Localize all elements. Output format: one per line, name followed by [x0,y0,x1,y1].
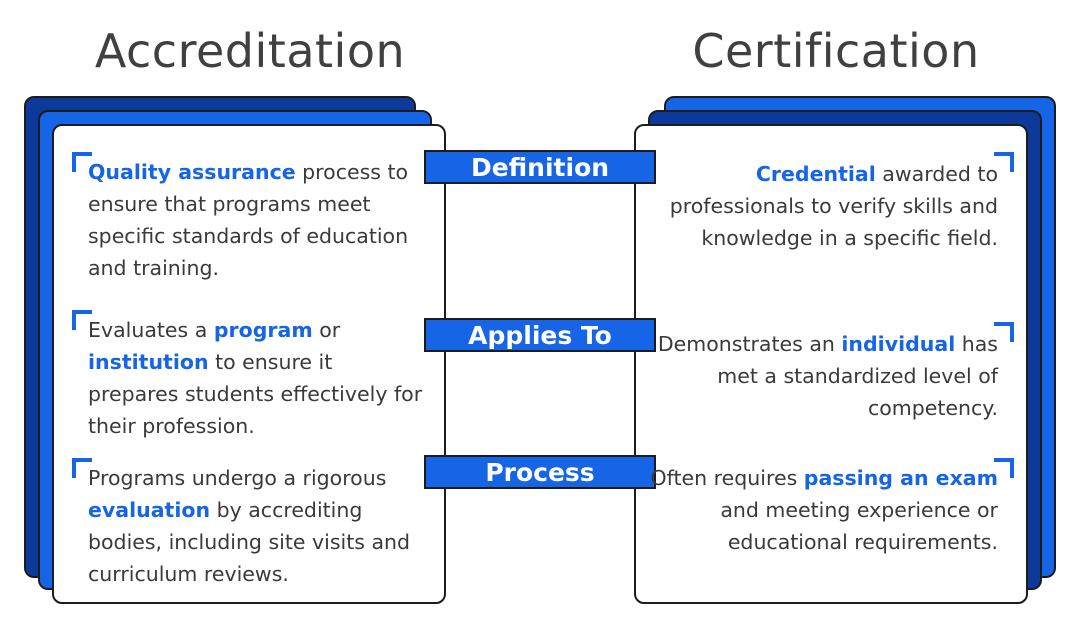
text-segment: Programs undergo a rigorous [88,466,387,490]
text-segment: by accrediting bodies, including site vi… [88,498,411,586]
text-segment: has met a standardized level of competen… [717,332,998,420]
text-segment: process to ensure that programs meet spe… [88,160,409,280]
bracket-icon [72,458,92,478]
accreditation-process-text: Programs undergo a rigorous evaluation b… [88,462,428,590]
certification-applies-to-text: Demonstrates an individual has met a sta… [650,328,998,424]
text-segment: awarded to professionals to verify skill… [669,162,998,250]
text-segment: passing an exam [803,466,998,490]
text-segment: institution [88,350,209,374]
certification-process-text: Often requires passing an exam and meeti… [650,462,998,558]
bracket-icon [72,152,92,172]
text-segment: evaluation [88,498,211,522]
accreditation-title: Accreditation [94,24,406,78]
text-segment: Often requires [650,466,804,490]
text-segment: Demonstrates an [657,332,842,356]
bracket-icon [994,458,1014,478]
certification-card [634,124,1028,604]
text-segment: program [213,318,313,342]
certification-title: Certification [692,24,980,78]
text-segment: to ensure it prepares students effective… [88,350,423,438]
text-segment: Quality assurance [88,160,296,184]
accreditation-card [52,124,446,604]
bracket-icon [72,310,92,330]
text-segment: or [312,318,341,342]
text-segment: Evaluates a [88,318,214,342]
row-label-definition: Definition [424,150,656,184]
certification-definition-text: Credential awarded to professionals to v… [650,158,998,254]
accreditation-applies-to-text: Evaluates a program or institution to en… [88,314,428,442]
row-label-process: Process [424,455,656,489]
accreditation-definition-text: Quality assurance process to ensure that… [88,156,428,284]
bracket-icon [994,322,1014,342]
text-segment: and meeting experience or educational re… [720,498,998,554]
row-label-applies-to: Applies To [424,318,656,352]
text-segment: individual [841,332,956,356]
text-segment: Credential [755,162,876,186]
bracket-icon [994,152,1014,172]
